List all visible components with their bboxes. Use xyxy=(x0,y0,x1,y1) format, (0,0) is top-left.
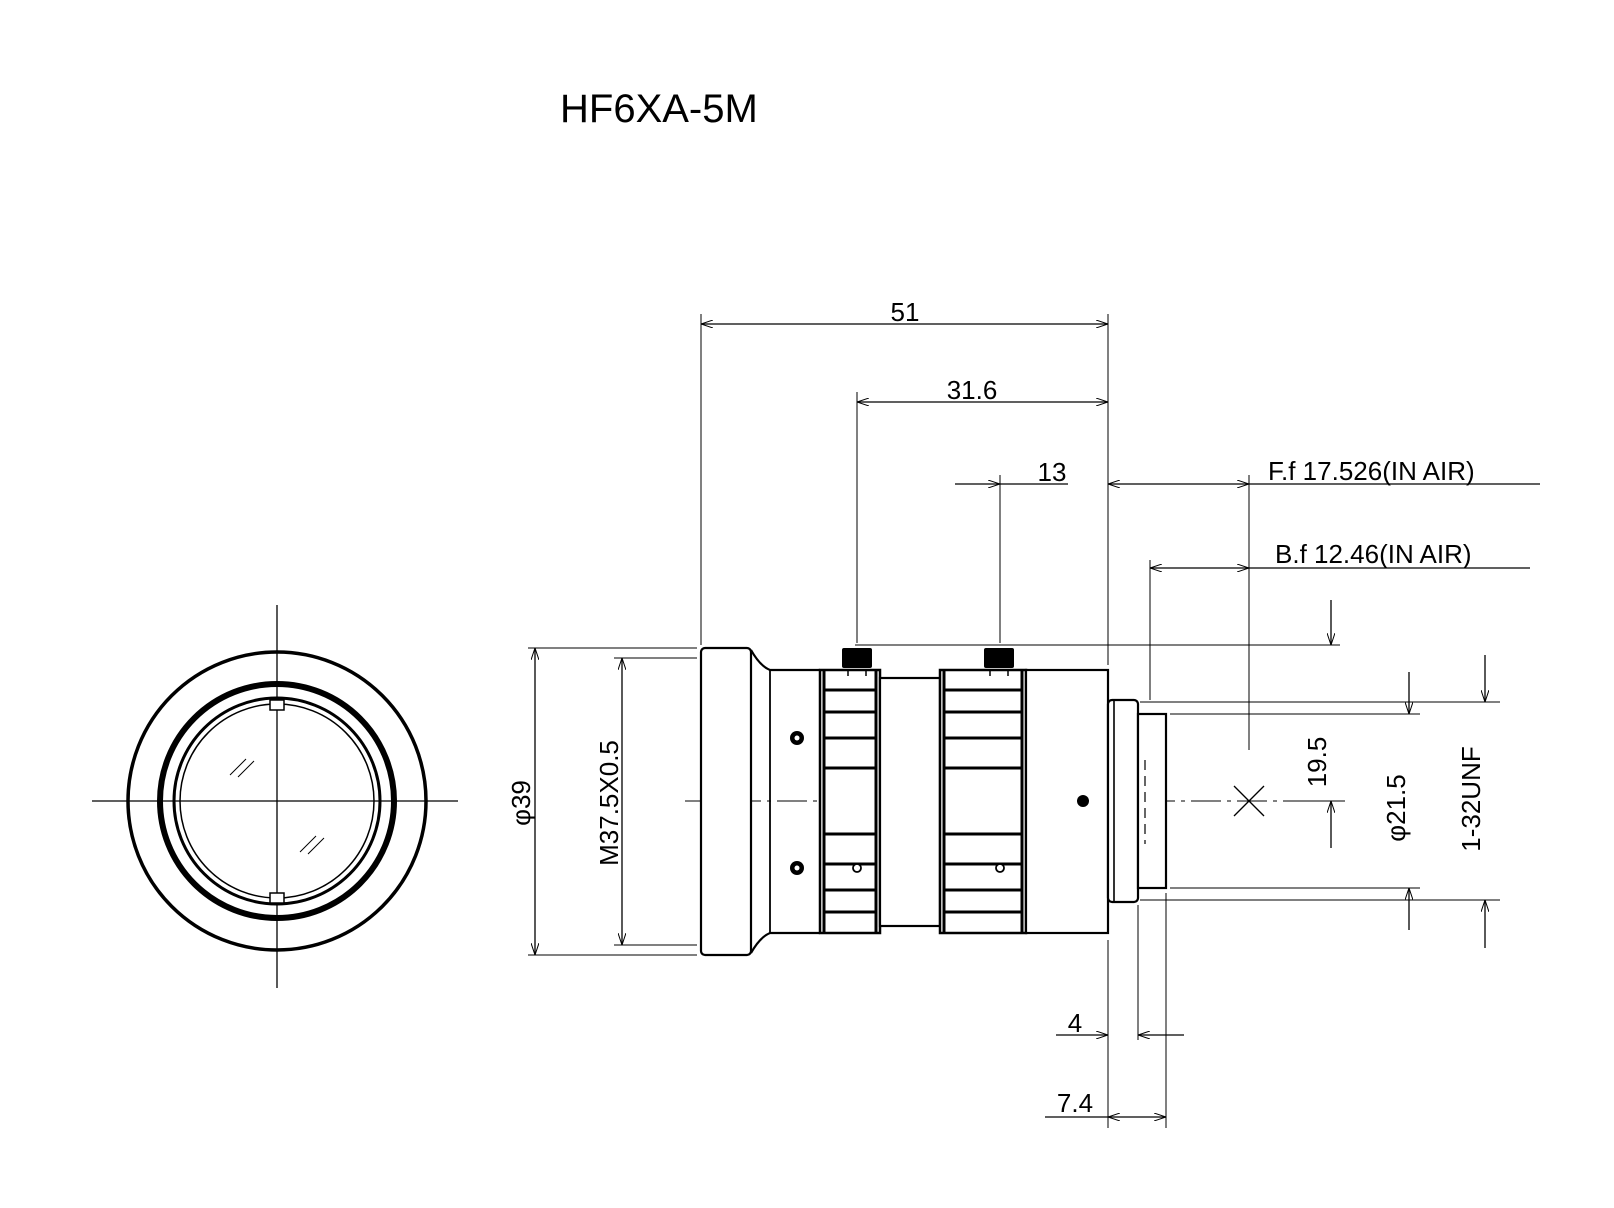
dim-31-6: 31.6 xyxy=(947,375,998,405)
dim-4: 4 xyxy=(1068,1008,1082,1038)
focus-ring xyxy=(818,668,882,935)
glass-hatch xyxy=(307,837,325,855)
locking-screw-icon xyxy=(842,648,872,668)
dim-7-4: 7.4 xyxy=(1057,1088,1093,1118)
dimensions: 51 31.6 13 F.f 17.526(IN AIR) B.f 12.46(… xyxy=(506,297,1540,1128)
index-dot-icon xyxy=(1077,795,1089,807)
dim-13: 13 xyxy=(1038,457,1067,487)
dim-diameter-21-5: φ21.5 xyxy=(1381,774,1411,841)
inner-ring xyxy=(172,696,382,906)
dim-overall-length: 51 xyxy=(891,297,920,327)
flange-neck-top xyxy=(750,649,820,672)
flange-neck-bottom xyxy=(750,931,820,954)
dim-filter-thread: M37.5X0.5 xyxy=(594,740,624,866)
dim-front-focus: F.f 17.526(IN AIR) xyxy=(1268,456,1475,486)
focal-point-icon xyxy=(1233,785,1265,817)
c-mount-flange xyxy=(1106,698,1140,904)
iris-ring xyxy=(938,668,1028,935)
model-title: HF6XA-5M xyxy=(560,87,758,131)
side-view xyxy=(685,646,1345,957)
rear-body xyxy=(1024,668,1110,935)
c-mount-thread xyxy=(1136,712,1168,890)
dim-mount-thread: 1-32UNF xyxy=(1456,746,1486,851)
outer-ring xyxy=(126,650,428,952)
locking-screw-icon xyxy=(984,648,1014,668)
middle-band xyxy=(878,676,942,928)
front-view xyxy=(92,605,458,988)
front-flange xyxy=(699,646,753,957)
screw-icon xyxy=(794,865,800,871)
dim-19-5: 19.5 xyxy=(1302,737,1332,788)
dim-diameter-39: φ39 xyxy=(506,780,536,826)
glass-hatch xyxy=(229,758,247,776)
screw-icon xyxy=(794,735,800,741)
top-tab xyxy=(269,699,285,711)
glass-hatch xyxy=(299,835,317,853)
glass-hatch xyxy=(237,760,255,778)
middle-ring xyxy=(157,681,397,921)
bottom-tab xyxy=(269,892,285,904)
dim-back-focus: B.f 12.46(IN AIR) xyxy=(1275,539,1472,569)
